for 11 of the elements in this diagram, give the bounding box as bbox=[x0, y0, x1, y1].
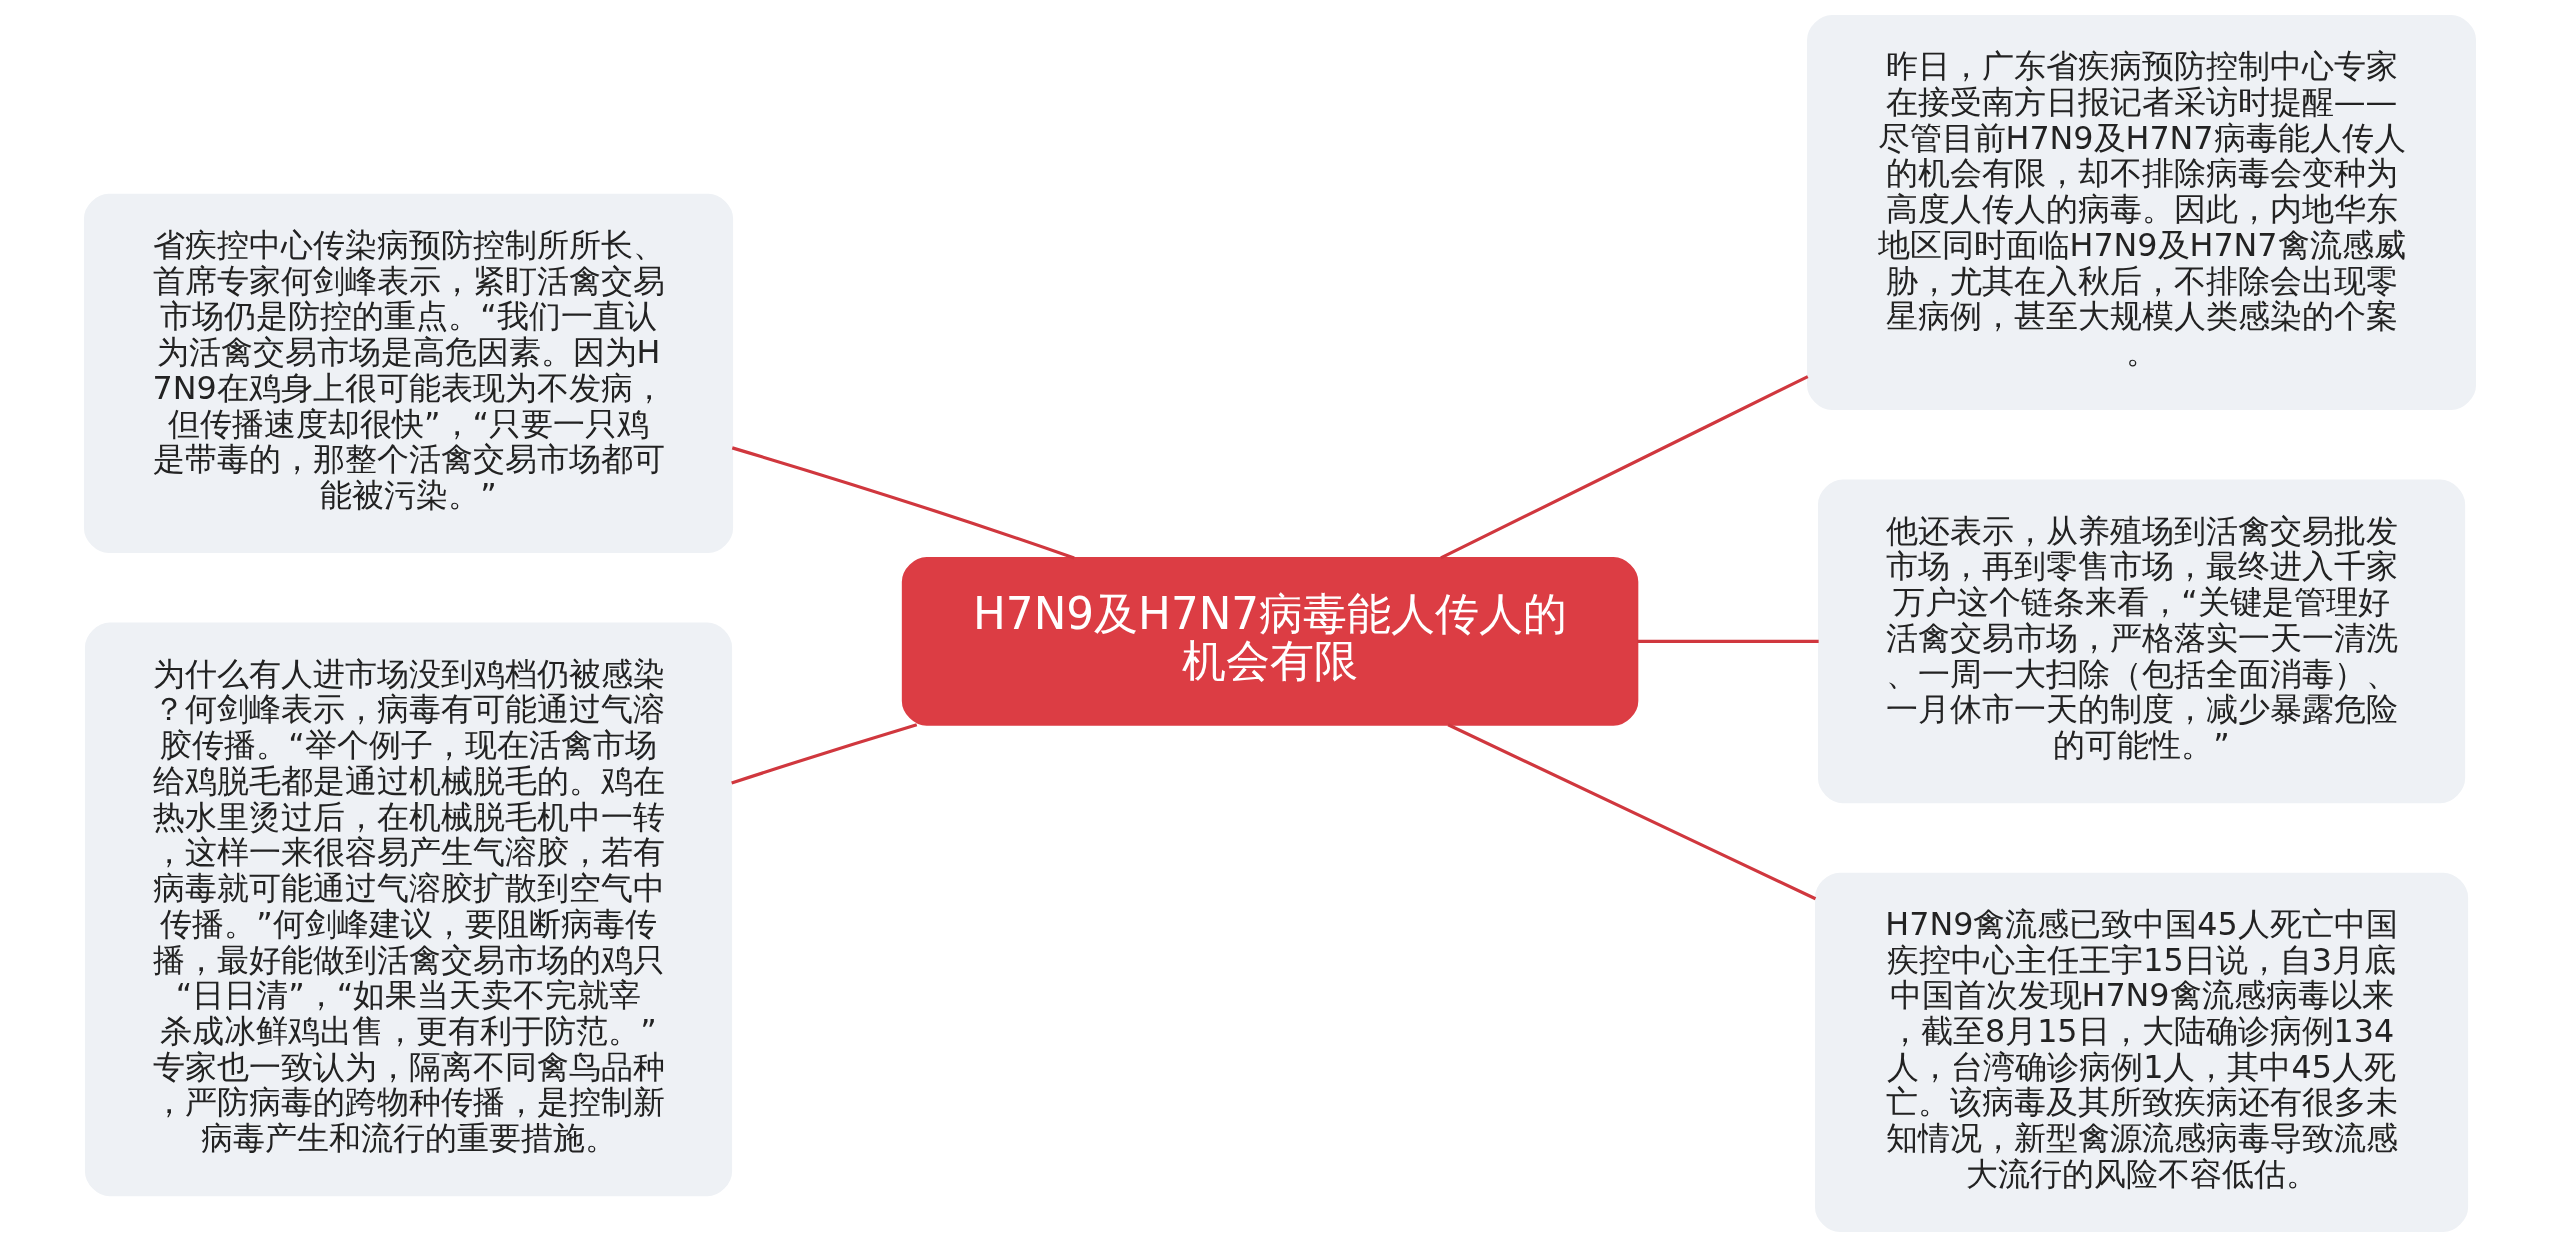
connector bbox=[731, 723, 918, 785]
connector bbox=[1440, 375, 1809, 560]
node-box: 省疾控中心传染病预防控制所所长、首席专家何剑峰表示，紧盯活禽交易市场仍是防控的重点。“我们一直认为活禽交易市场是高危因素。因为H7N9在鸡身上很可能表现为不发病，但传播速度却很快”，“只要一只鸡是带毒的，那整个活禽交易市场都可能被污染。” bbox=[83, 193, 734, 554]
node-box: 他还表示，从养殖场到活禽交易批发市场，再到零售市场，最终进入千家万户这个链条来看，“关键是管理好活禽交易市场，严格落实一天一清洗、一周一大扫除（包括全面消毒）、一月休市一天的制度，减少暴露危险的可能性。” bbox=[1817, 479, 2466, 804]
node-box: H7N9及H7N7病毒能人传人的机会有限 bbox=[901, 557, 1639, 726]
node-box: 为什么有人进市场没到鸡档仍被感染？何剑峰表示，病毒有可能通过气溶胶传播。“举个例子，现在活禽市场给鸡脱毛都是通过机械脱毛的。鸡在热水里烫过后，在机械脱毛机中一转，这样一来很容易产生气溶胶，若有病毒就可能通过气溶胶扩散到空气中传播。”何剑峰建议，要阻断病毒传播，最好能做到活禽交易市场的鸡只“日日清”，“如果当天卖不完就宰杀成冰鲜鸡出售，更有利于防范。”专家也一致认为，隔离不同禽鸟品种，严防病毒的跨物种传播，是控制新病毒产生和流行的重要措施。 bbox=[84, 622, 733, 1197]
connector bbox=[731, 446, 1075, 560]
node-box: H7N9禽流感已致中国45人死亡中国疾控中心主任王宇15日说，自3月底中国首次发现H7N9禽流感病毒以来，截至8月15日，大陆确诊病例134人，台湾确诊病例1人，其中45人死亡。该病毒及其所致疾病还有很多未知情况，新型禽源流感病毒导致流感大流行的风险不容低估。 bbox=[1815, 872, 2469, 1232]
connector bbox=[1637, 639, 1819, 643]
node-box: 昨日，广东省疾病预防控制中心专家在接受南方日报记者采访时提醒——尽管目前H7N9及H7N7病毒能人传人的机会有限，却不排除病毒会变种为高度人传人的病毒。因此，内地华东地区同时面临H7N9及H7N7禽流感威胁，尤其在入秋后，不排除会出现零星病例，甚至大规模人类感染的个案。 bbox=[1807, 15, 2477, 411]
connector bbox=[1447, 723, 1817, 901]
